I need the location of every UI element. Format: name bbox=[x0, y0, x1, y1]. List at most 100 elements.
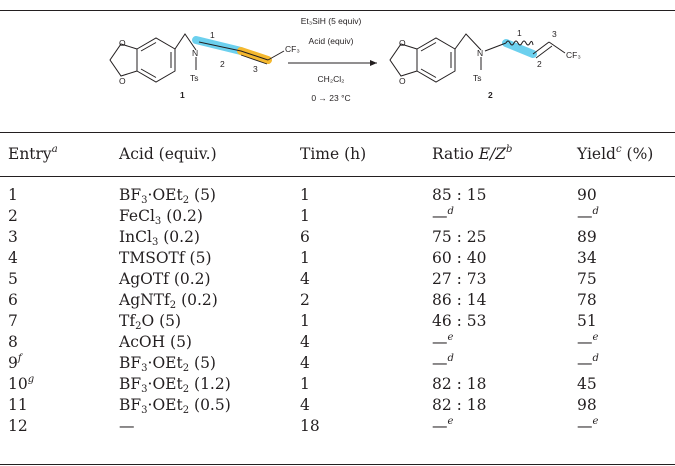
yield-cell: 75 bbox=[577, 269, 597, 288]
solvent-label: CH₂Cl₂ bbox=[318, 74, 345, 84]
yield-cell: —d bbox=[577, 352, 599, 372]
ratio-cell: 82 : 18 bbox=[432, 374, 487, 393]
table-row: 8 AcOH (5) 4 —e —e bbox=[0, 331, 675, 352]
results-table: Entrya Acid (equiv.) Time (h) Ratio E/Zb… bbox=[0, 132, 675, 436]
entry-cell: 9f bbox=[8, 352, 22, 372]
entry-cell: 8 bbox=[8, 332, 18, 351]
time-cell: 4 bbox=[300, 269, 310, 288]
time-cell: 1 bbox=[300, 185, 310, 204]
entry-cell: 4 bbox=[8, 248, 18, 267]
oxygen-label: O bbox=[399, 38, 406, 48]
temperature-label: 0 → 23 °C bbox=[311, 93, 350, 103]
time-cell: 18 bbox=[300, 416, 320, 435]
entry-cell: 10g bbox=[8, 373, 35, 393]
ratio-cell: 46 : 53 bbox=[432, 311, 487, 330]
product-structure bbox=[389, 33, 566, 83]
ratio-cell: 86 : 14 bbox=[432, 290, 487, 309]
scheme-rule bbox=[0, 132, 675, 134]
acid-cell: AcOH (5) bbox=[119, 332, 192, 351]
yield-cell: 89 bbox=[577, 227, 597, 246]
table-row: 10g BF3·OEt2 (1.2) 1 82 : 18 45 bbox=[0, 373, 675, 394]
ratio-cell: 27 : 73 bbox=[432, 269, 487, 288]
entry-cell: 3 bbox=[8, 227, 18, 246]
time-cell: 1 bbox=[300, 206, 310, 225]
acid-cell: AgOTf (0.2) bbox=[119, 269, 211, 288]
entry-cell: 5 bbox=[8, 269, 18, 288]
time-cell: 4 bbox=[300, 332, 310, 351]
entry-cell: 7 bbox=[8, 311, 18, 330]
yield-cell: 78 bbox=[577, 290, 597, 309]
time-cell: 1 bbox=[300, 311, 310, 330]
ratio-cell: 75 : 25 bbox=[432, 227, 487, 246]
header-rule bbox=[0, 176, 675, 177]
position-2: 2 bbox=[220, 59, 225, 69]
acid-cell: BF3·OEt2 (5) bbox=[119, 353, 216, 374]
acid-cell: FeCl3 (0.2) bbox=[119, 206, 203, 227]
compound-1-label: 1 bbox=[180, 90, 185, 100]
table-row: 2 FeCl3 (0.2) 1 —d —d bbox=[0, 205, 675, 226]
entry-cell: 2 bbox=[8, 206, 18, 225]
entry-cell: 11 bbox=[8, 395, 28, 414]
oxygen-label: O bbox=[399, 76, 406, 86]
compound-2-label: 2 bbox=[488, 90, 493, 100]
reagent-label: Et₃SiH (5 equiv) bbox=[301, 16, 362, 26]
time-cell: 4 bbox=[300, 353, 310, 372]
time-cell: 1 bbox=[300, 248, 310, 267]
oxygen-label: O bbox=[119, 76, 126, 86]
oxygen-label: O bbox=[119, 38, 126, 48]
ratio-cell: 85 : 15 bbox=[432, 185, 487, 204]
table-row: 12 — 18 —e —e bbox=[0, 415, 675, 436]
position-3: 3 bbox=[552, 29, 557, 39]
acid-label: Acid (equiv) bbox=[309, 36, 354, 46]
bottom-rule bbox=[0, 464, 675, 466]
time-cell: 1 bbox=[300, 374, 310, 393]
position-1: 1 bbox=[517, 28, 522, 38]
entry-cell: 6 bbox=[8, 290, 18, 309]
yield-cell: —e bbox=[577, 415, 599, 435]
time-cell: 2 bbox=[300, 290, 310, 309]
acid-cell: BF3·OEt2 (1.2) bbox=[119, 374, 231, 395]
ratio-cell: —d bbox=[432, 205, 454, 225]
reaction-scheme: O O N Ts 1 2 3 CF₃ 1 Et₃SiH (5 equiv) Ac… bbox=[109, 16, 581, 103]
table-header-row: Entrya Acid (equiv.) Time (h) Ratio E/Zb… bbox=[0, 132, 675, 176]
nitrogen-label: N bbox=[477, 48, 483, 58]
acid-cell: InCl3 (0.2) bbox=[119, 227, 200, 248]
yield-cell: 34 bbox=[577, 248, 597, 267]
time-cell: 6 bbox=[300, 227, 310, 246]
top-rule bbox=[0, 10, 675, 12]
table-row: 1 BF3·OEt2 (5) 1 85 : 15 90 bbox=[0, 184, 675, 206]
cf3-label: CF₃ bbox=[285, 44, 300, 54]
acid-cell: BF3·OEt2 (5) bbox=[119, 185, 216, 206]
acid-cell: BF3·OEt2 (0.5) bbox=[119, 395, 231, 416]
time-cell: 4 bbox=[300, 395, 310, 414]
yield-cell: 90 bbox=[577, 185, 597, 204]
ratio-cell: 82 : 18 bbox=[432, 395, 487, 414]
ratio-cell: —e bbox=[432, 415, 454, 435]
ratio-cell: 60 : 40 bbox=[432, 248, 487, 267]
header-acid: Acid (equiv.) bbox=[119, 145, 217, 163]
header-yield: Yieldc (%) bbox=[577, 144, 654, 164]
table-row: 3 InCl3 (0.2) 6 75 : 25 89 bbox=[0, 226, 675, 248]
tosyl-label: Ts bbox=[473, 73, 482, 83]
nitrogen-label: N bbox=[192, 48, 198, 58]
yield-cell: 45 bbox=[577, 374, 597, 393]
yield-cell: —e bbox=[577, 331, 599, 351]
position-2: 2 bbox=[537, 59, 542, 69]
table-row: 6 AgNTf2 (0.2) 2 86 : 14 78 bbox=[0, 289, 675, 311]
starting-material-structure bbox=[109, 33, 285, 83]
yield-cell: —d bbox=[577, 205, 599, 225]
entry-cell: 1 bbox=[8, 185, 18, 204]
acid-cell: — bbox=[119, 416, 135, 435]
ratio-cell: —e bbox=[432, 331, 454, 351]
position-3: 3 bbox=[253, 64, 258, 74]
yield-cell: 51 bbox=[577, 311, 597, 330]
position-1: 1 bbox=[210, 30, 215, 40]
header-entry: Entrya bbox=[8, 144, 58, 164]
acid-cell: AgNTf2 (0.2) bbox=[119, 290, 218, 311]
entry-cell: 12 bbox=[8, 416, 28, 435]
